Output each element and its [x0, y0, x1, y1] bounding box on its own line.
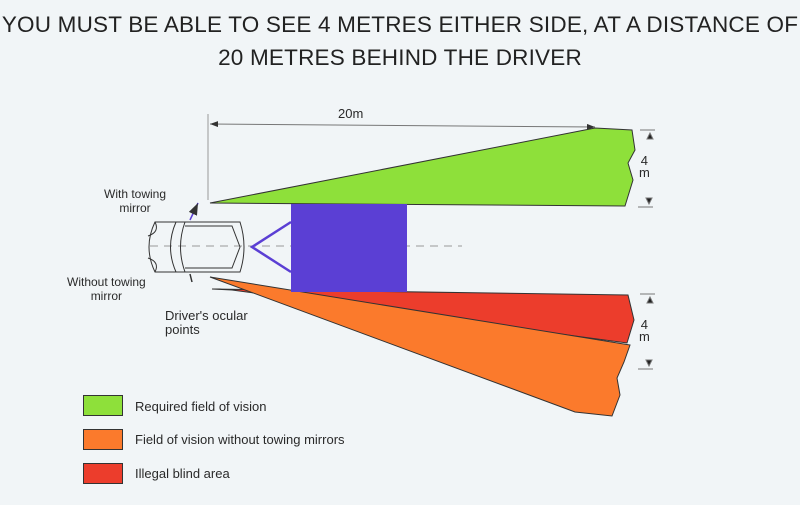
width-dimension-top — [638, 129, 655, 208]
legend-swatch-orange — [83, 429, 123, 450]
legend-label-without-mirrors: Field of vision without towing mirrors — [135, 432, 345, 447]
distance-dimension-line — [209, 121, 596, 130]
distance-label: 20m — [338, 106, 364, 121]
legend-label-required: Required field of vision — [135, 399, 267, 414]
field-without-towing-mirrors — [209, 276, 631, 417]
legend-swatch-red — [83, 463, 123, 484]
legend-label-blind-area: Illegal blind area — [135, 466, 230, 481]
blind-rectangle — [291, 204, 407, 292]
without-mirror-arrow — [189, 273, 193, 283]
car-icon — [147, 221, 245, 273]
title-line-1: YOU MUST BE ABLE TO SEE 4 METRES EITHER … — [1, 12, 799, 37]
ocular-point-lines — [249, 220, 292, 274]
title-line-2: 20 METRES BEHIND THE DRIVER — [218, 45, 582, 70]
width-dimension-bottom — [638, 293, 655, 370]
required-field-of-vision-top — [209, 127, 636, 207]
with-mirror-arrow — [188, 202, 199, 221]
legend-swatch-green — [83, 395, 123, 416]
